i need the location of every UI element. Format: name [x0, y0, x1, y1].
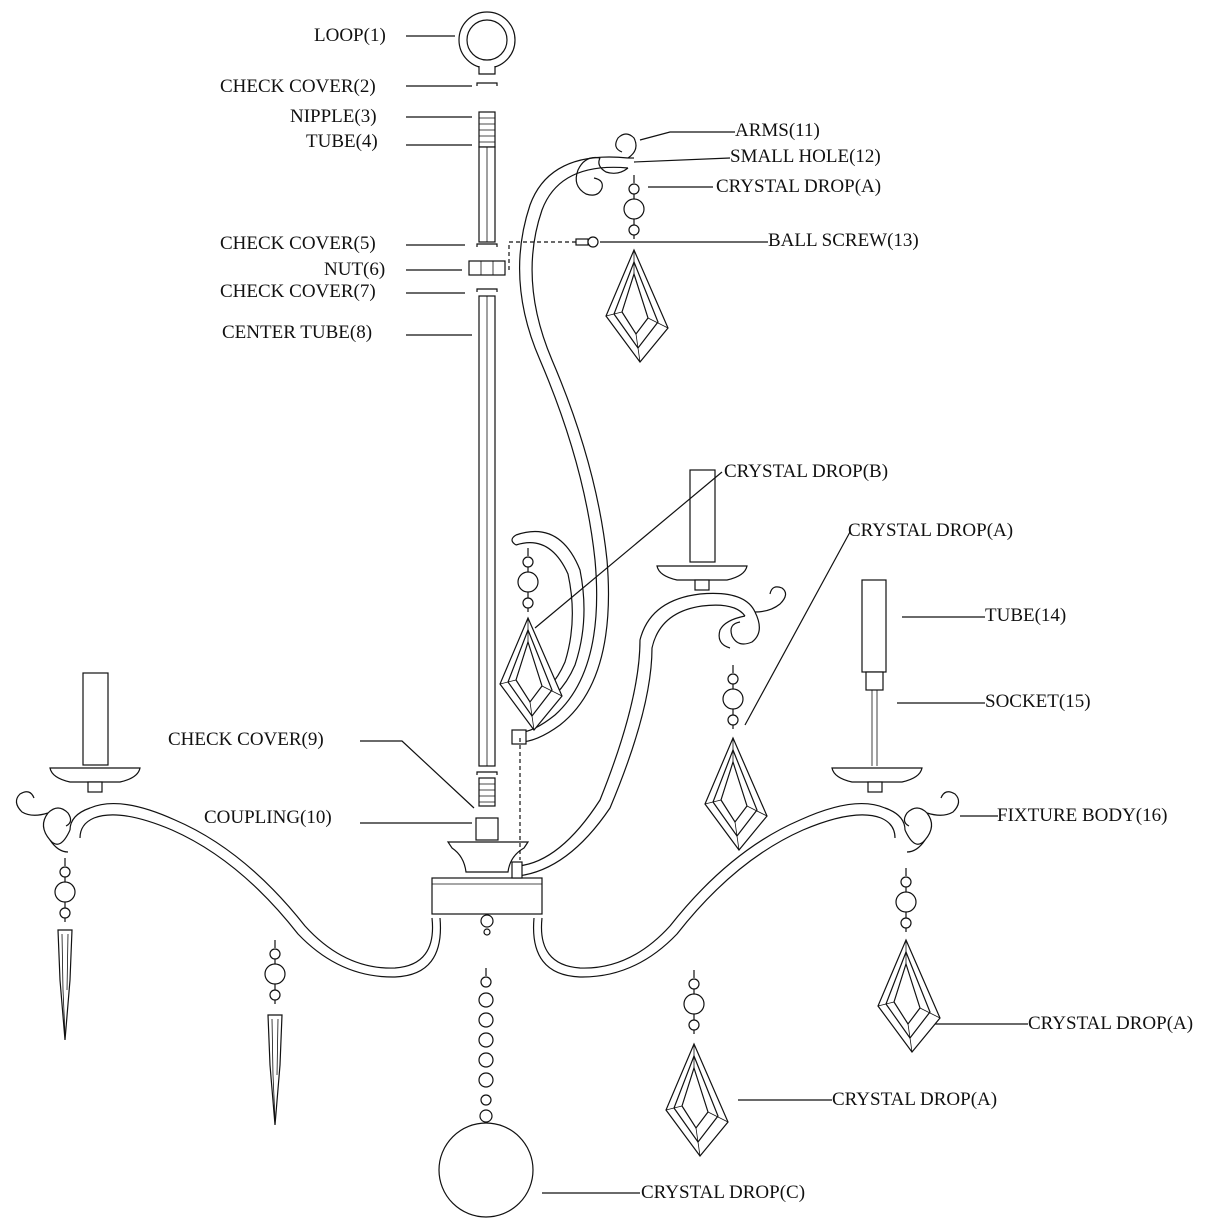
- labels: LOOP(1) CHECK COVER(2) NIPPLE(3) TUBE(4)…: [168, 25, 1193, 1203]
- fixture-body-hub: [431, 841, 543, 936]
- center-tube: [478, 295, 496, 767]
- left-icicle-drop: [54, 857, 76, 1041]
- crystal-drop-a-mid: [704, 664, 768, 851]
- right-candle-socket: [831, 579, 923, 793]
- left-candle: [49, 672, 141, 793]
- crystal-drop-a-bottom: [665, 969, 729, 1157]
- label-check-cover-9: CHECK COVER(9): [168, 729, 324, 750]
- label-crystal-drop-c: CRYSTAL DROP(C): [641, 1182, 805, 1203]
- label-coupling: COUPLING(10): [204, 807, 332, 828]
- label-check-cover-5: CHECK COVER(5): [220, 233, 376, 254]
- label-nipple: NIPPLE(3): [290, 106, 377, 127]
- label-arms: ARMS(11): [735, 120, 820, 141]
- left-arm: [15, 791, 442, 978]
- label-center-tube: CENTER TUBE(8): [222, 322, 372, 343]
- label-check-cover-7: CHECK COVER(7): [220, 281, 376, 302]
- label-crystal-drop-a-mid: CRYSTAL DROP(A): [848, 520, 1013, 541]
- second-icicle-drop: [264, 939, 286, 1126]
- ball-screw: [508, 236, 599, 270]
- check-cover-5: [476, 243, 498, 247]
- label-tube-14: TUBE(14): [985, 605, 1066, 626]
- label-socket: SOCKET(15): [985, 691, 1091, 712]
- label-crystal-drop-b: CRYSTAL DROP(B): [724, 461, 888, 482]
- check-cover-2: [476, 82, 498, 86]
- label-small-hole: SMALL HOLE(12): [730, 146, 881, 167]
- nipple-and-tube: [478, 111, 496, 243]
- label-ball-screw: BALL SCREW(13): [768, 230, 919, 251]
- crystal-drop-a-top: [605, 174, 669, 363]
- label-tube-4: TUBE(4): [306, 131, 378, 152]
- check-cover-7: [476, 288, 498, 292]
- label-crystal-drop-a-top: CRYSTAL DROP(A): [716, 176, 881, 197]
- label-crystal-drop-a-right: CRYSTAL DROP(A): [1028, 1013, 1193, 1034]
- label-crystal-drop-a-bottom: CRYSTAL DROP(A): [832, 1089, 997, 1110]
- label-loop: LOOP(1): [314, 25, 386, 46]
- check-cover-9: [476, 771, 498, 775]
- upper-arm-s-curve: [511, 133, 637, 860]
- leader-lines: [360, 35, 1028, 1194]
- crystal-drop-a-right: [877, 867, 941, 1053]
- label-nut: NUT(6): [324, 259, 385, 280]
- crystal-drop-c: [438, 968, 534, 1218]
- label-fixture-body: FIXTURE BODY(16): [997, 805, 1167, 826]
- center-candle-arm: [511, 469, 787, 879]
- coupling: [475, 777, 499, 841]
- loop: [458, 11, 516, 75]
- label-check-cover-2: CHECK COVER(2): [220, 76, 376, 97]
- nut: [468, 260, 506, 276]
- right-arm: [532, 791, 960, 978]
- crystal-drop-b: [499, 547, 563, 731]
